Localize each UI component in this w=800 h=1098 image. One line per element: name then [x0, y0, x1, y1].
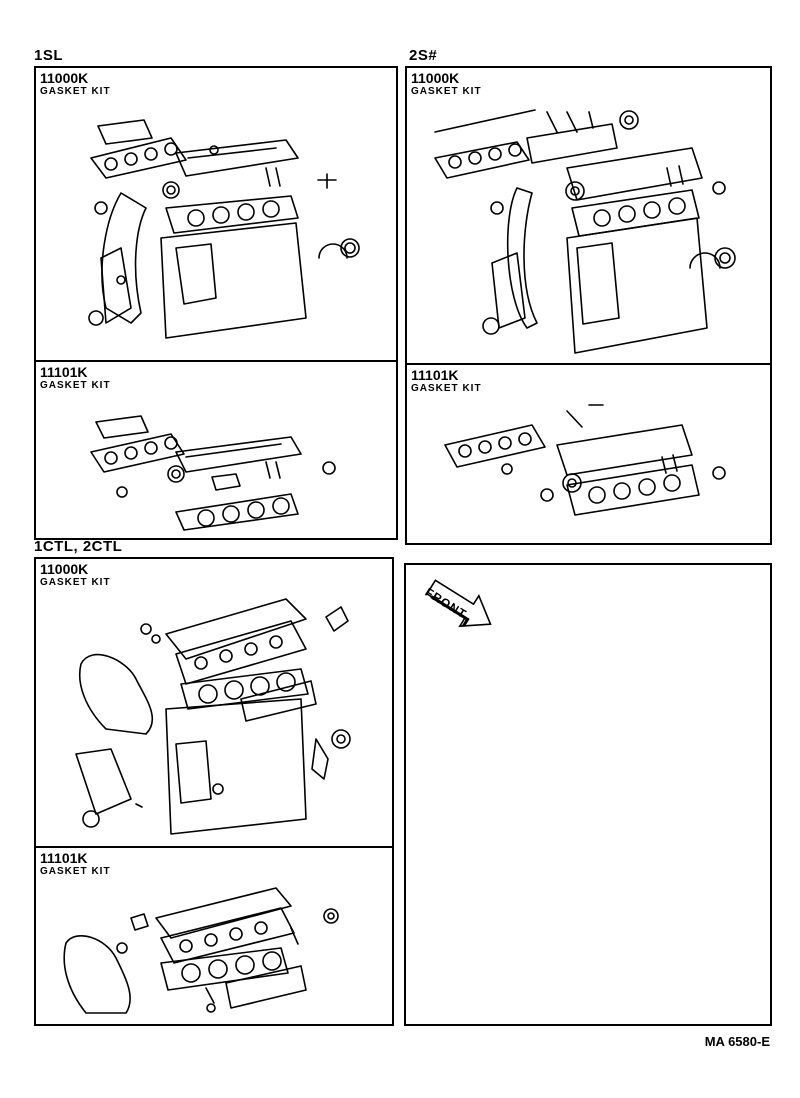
kit-2s-11101k: 11101K GASKET KIT — [407, 363, 770, 543]
kit-ctl-11101k: 11101K GASKET KIT — [36, 846, 392, 1024]
gasket-kit-illustration — [90, 415, 336, 531]
gasket-kit-illustration — [434, 109, 736, 354]
part-name: GASKET KIT — [40, 86, 111, 97]
kit-2s-11000k: 11000K GASKET KIT — [407, 68, 770, 363]
group-label-2s: 2S# — [409, 47, 438, 64]
group-label-1sl: 1SL — [34, 47, 64, 64]
part-name: GASKET KIT — [411, 383, 482, 394]
gasket-kit-illustration — [444, 404, 726, 516]
kit-1sl-11101k: 11101K GASKET KIT — [36, 360, 396, 538]
gasket-kit-illustration — [75, 598, 351, 835]
group-label-1ctl-2ctl: 1CTL, 2CTL — [34, 538, 123, 555]
gasket-kit-illustration — [88, 119, 360, 339]
diagram-code: MA 6580-E — [704, 1034, 770, 1049]
panel-front-orientation: FRONT — [404, 563, 772, 1026]
panel-2s: 11000K GASKET KIT 11101K GASKET — [405, 66, 772, 545]
front-arrow-icon — [425, 579, 492, 628]
part-number: 11000K — [411, 70, 460, 86]
kit-ctl-11000k: 11000K GASKET KIT — [36, 559, 392, 846]
part-name: GASKET KIT — [40, 577, 111, 588]
panel-1ctl-2ctl: 11000K GASKET KIT 11101K GASKET KIT — [34, 557, 394, 1026]
gasket-kit-illustration — [63, 887, 339, 1014]
part-number: 11000K — [40, 70, 89, 86]
part-name: GASKET KIT — [411, 86, 482, 97]
part-number: 11101K — [40, 850, 88, 866]
part-number: 11101K — [411, 367, 459, 383]
kit-1sl-11000k: 11000K GASKET KIT — [36, 68, 396, 360]
part-number: 11101K — [40, 364, 88, 380]
part-name: GASKET KIT — [40, 380, 111, 391]
panel-1sl: 11000K GASKET KIT — [34, 66, 398, 540]
part-number: 11000K — [40, 561, 89, 577]
part-name: GASKET KIT — [40, 866, 111, 877]
